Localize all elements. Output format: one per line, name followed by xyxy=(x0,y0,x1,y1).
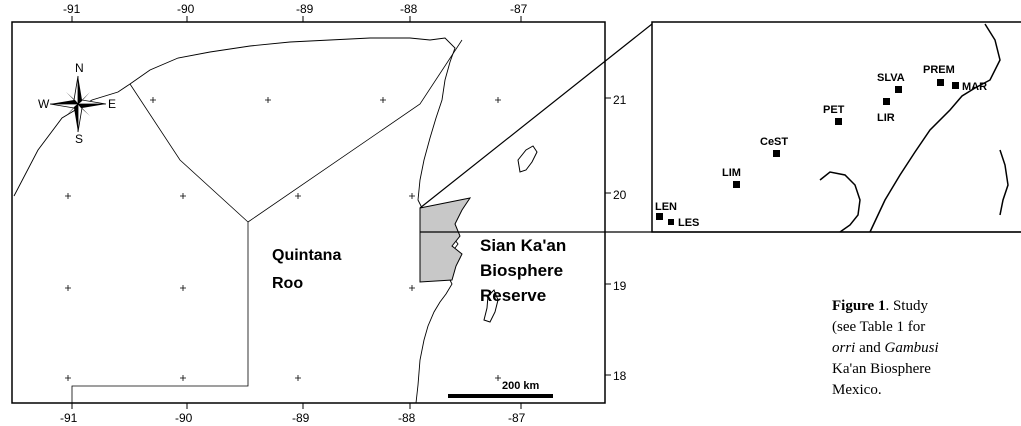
lon-label-top: -91 xyxy=(63,2,81,16)
caption-line: Ka'an Biosphere xyxy=(832,361,931,377)
lon-label-bottom: -89 xyxy=(292,411,310,425)
compass-rose-icon xyxy=(49,75,107,133)
lon-label-bottom: -90 xyxy=(175,411,193,425)
caption-text: and xyxy=(855,340,885,356)
caption-line: orri and Gambusi xyxy=(832,338,1021,359)
site-label: PREM xyxy=(923,64,955,76)
compass-north-label: N xyxy=(75,61,84,75)
graticule-crosses xyxy=(65,97,501,381)
compass-west-label: W xyxy=(38,97,50,111)
reserve-label: Reserve xyxy=(480,286,546,305)
sample-site-markers xyxy=(656,79,959,225)
map-frame xyxy=(11,21,606,404)
region-label: Roo xyxy=(272,275,303,292)
site-marker-les xyxy=(668,219,674,225)
frame-ticks xyxy=(71,16,611,409)
inset-coastline xyxy=(819,23,1009,233)
site-label: LEN xyxy=(655,201,677,213)
site-marker-lim xyxy=(733,181,740,188)
region-label: Quintana xyxy=(272,247,341,264)
site-label: PET xyxy=(823,104,845,116)
sian-kaan-reserve-area xyxy=(419,197,472,283)
site-marker-lir xyxy=(883,98,890,105)
caption-figure-label: Figure 1 xyxy=(832,298,886,314)
site-marker-slva xyxy=(895,86,902,93)
lon-label-top: -88 xyxy=(400,2,418,16)
site-label: MAR xyxy=(962,81,987,93)
lon-label-top: -89 xyxy=(296,2,314,16)
lon-label-top: -87 xyxy=(510,2,528,16)
lat-label-right: 21 xyxy=(613,93,627,107)
scale-bar xyxy=(448,394,553,398)
caption-line: Figure 1. Study xyxy=(832,296,1021,317)
lat-label-right: 18 xyxy=(613,369,627,383)
site-marker-cest xyxy=(773,150,780,157)
caption-text: . Study xyxy=(885,298,928,314)
main-map: -91 -90 -89 -88 -87 xyxy=(11,2,1021,425)
compass-east-label: E xyxy=(108,97,116,111)
inset-frame xyxy=(651,21,1021,233)
site-label: SLVA xyxy=(877,72,905,84)
lat-label-right: 20 xyxy=(613,188,627,202)
figure-caption: Figure 1. Study (see Table 1 for orri an… xyxy=(832,296,1021,401)
peninsula-coastline xyxy=(13,37,461,404)
scale-bar-label: 200 km xyxy=(502,380,540,392)
site-label: LIM xyxy=(722,167,741,179)
lon-label-top: -90 xyxy=(177,2,195,16)
caption-genus: Gambusi xyxy=(884,340,939,356)
site-marker-len xyxy=(656,213,663,220)
cozumel-island xyxy=(517,145,538,173)
caption-line: Mexico. xyxy=(832,382,882,398)
caption-species: orri xyxy=(832,340,856,356)
site-marker-pet xyxy=(835,118,842,125)
lat-label-right: 19 xyxy=(613,279,627,293)
compass-south-label: S xyxy=(75,132,83,146)
site-marker-mar xyxy=(952,82,959,89)
lon-label-bottom: -91 xyxy=(60,411,78,425)
lon-label-bottom: -88 xyxy=(398,411,416,425)
site-marker-prem xyxy=(937,79,944,86)
site-label: LIR xyxy=(877,112,895,124)
site-label: LES xyxy=(678,217,699,229)
southern-coast xyxy=(483,289,499,323)
inset-map: SLVA PREM MAR PET LIR CeST LIM LEN LES xyxy=(651,21,1021,233)
caption-line: (see Table 1 for xyxy=(832,319,926,335)
state-boundaries xyxy=(71,39,463,403)
lon-label-bottom: -87 xyxy=(508,411,526,425)
reserve-label: Biosphere xyxy=(480,261,563,280)
reserve-label: Sian Ka'an xyxy=(480,236,566,255)
site-label: CeST xyxy=(760,136,788,148)
